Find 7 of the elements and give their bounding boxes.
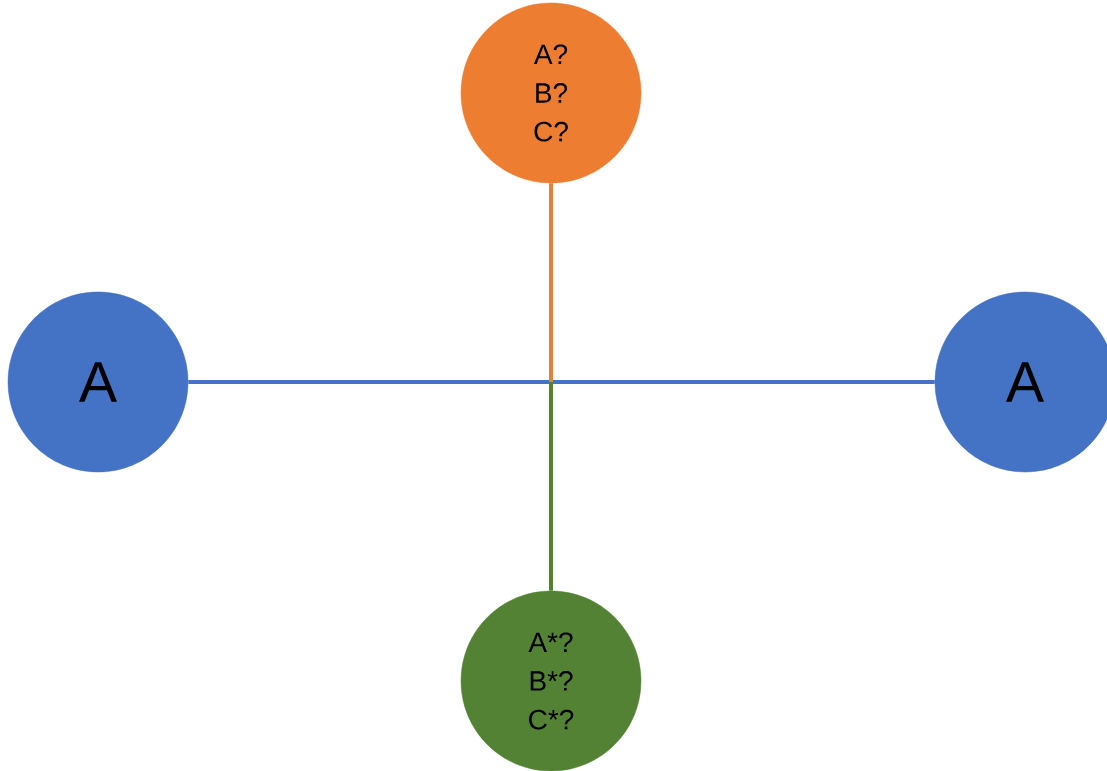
- circle-node: A: [934, 291, 1107, 473]
- circle-node: A: [7, 291, 189, 473]
- connector-line: [549, 382, 553, 591]
- connector-line: [188, 380, 935, 384]
- connector-line: [549, 183, 553, 382]
- circle-node: A*? B*? C*?: [460, 590, 642, 771]
- circle-node: A? B? C?: [460, 2, 642, 184]
